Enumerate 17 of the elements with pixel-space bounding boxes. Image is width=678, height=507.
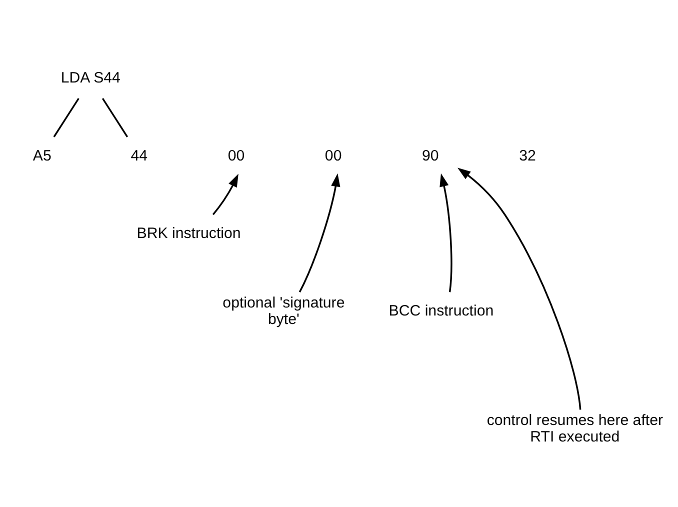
node-text: 00 bbox=[228, 146, 245, 164]
arrow bbox=[440, 172, 452, 292]
node-text: control resumes here after RTI executed bbox=[486, 412, 664, 445]
connector bbox=[102, 98, 128, 137]
node-text: 90 bbox=[422, 146, 439, 164]
node-text: 44 bbox=[130, 146, 148, 164]
node-text: A5 bbox=[32, 146, 52, 164]
arrow bbox=[298, 172, 340, 292]
node-text: BCC instruction bbox=[388, 302, 494, 320]
node-text: 32 bbox=[519, 146, 536, 164]
node-text: 00 bbox=[324, 146, 342, 164]
connector bbox=[53, 98, 80, 137]
node-text: optional 'signature byte' bbox=[222, 294, 345, 328]
arrow bbox=[458, 167, 582, 410]
node-text: LDA S44 bbox=[60, 69, 120, 86]
arrow bbox=[212, 173, 238, 215]
node-text: BRK instruction bbox=[136, 224, 241, 242]
